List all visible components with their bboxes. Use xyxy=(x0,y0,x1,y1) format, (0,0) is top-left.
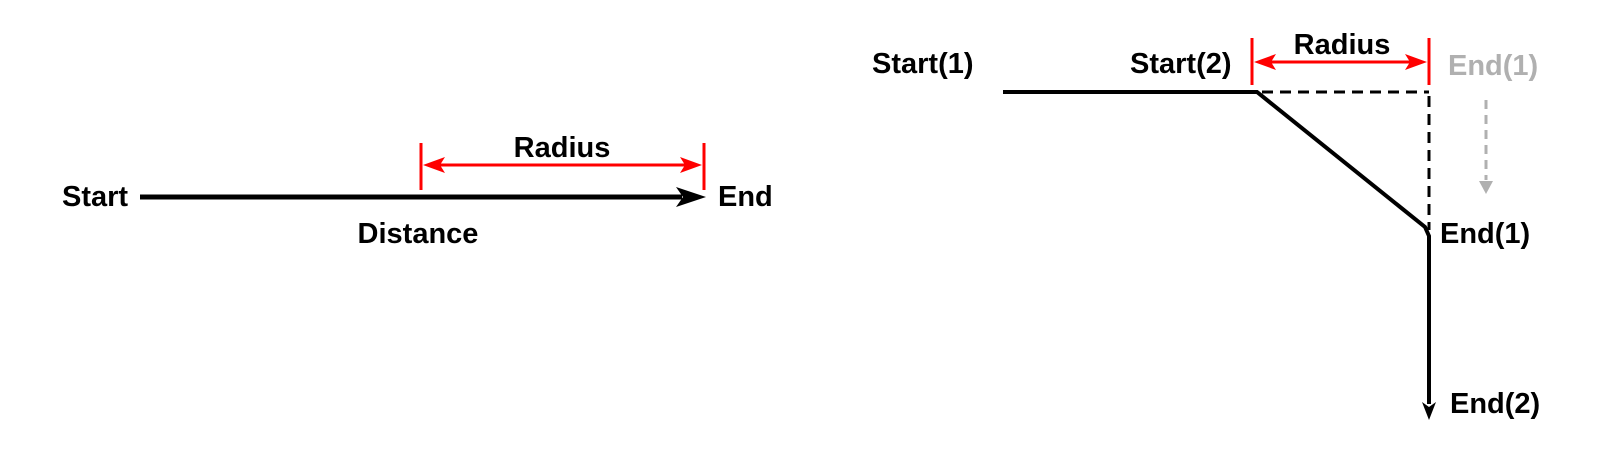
start1-label: Start(1) xyxy=(872,48,974,80)
start-label: Start xyxy=(62,181,128,213)
arrowhead-down-icon xyxy=(1422,402,1436,420)
radius-label: Radius xyxy=(514,132,611,164)
turn-path-line xyxy=(1003,90,1431,404)
arrowhead-down-gray-icon xyxy=(1479,181,1493,194)
distance-label: Distance xyxy=(358,218,479,250)
end-label: End xyxy=(718,181,773,213)
end1-label: End(1) xyxy=(1440,218,1530,250)
radius-label: Radius xyxy=(1294,29,1391,61)
end2-label: End(2) xyxy=(1450,388,1540,420)
radius-turn-diagram: Start(1) Start(2) Radius End(1) End(1) E… xyxy=(872,29,1540,420)
start2-label: Start(2) xyxy=(1130,48,1232,80)
arrowhead-right-icon xyxy=(676,187,706,207)
arrowhead-right-icon xyxy=(1405,54,1427,70)
arrowhead-left-icon xyxy=(1254,54,1276,70)
arrowhead-left-icon xyxy=(423,157,445,173)
distance-diagram: Start End Radius Distance xyxy=(62,132,773,250)
end1-ghost-label: End(1) xyxy=(1448,50,1538,82)
arrowhead-right-icon xyxy=(680,157,702,173)
